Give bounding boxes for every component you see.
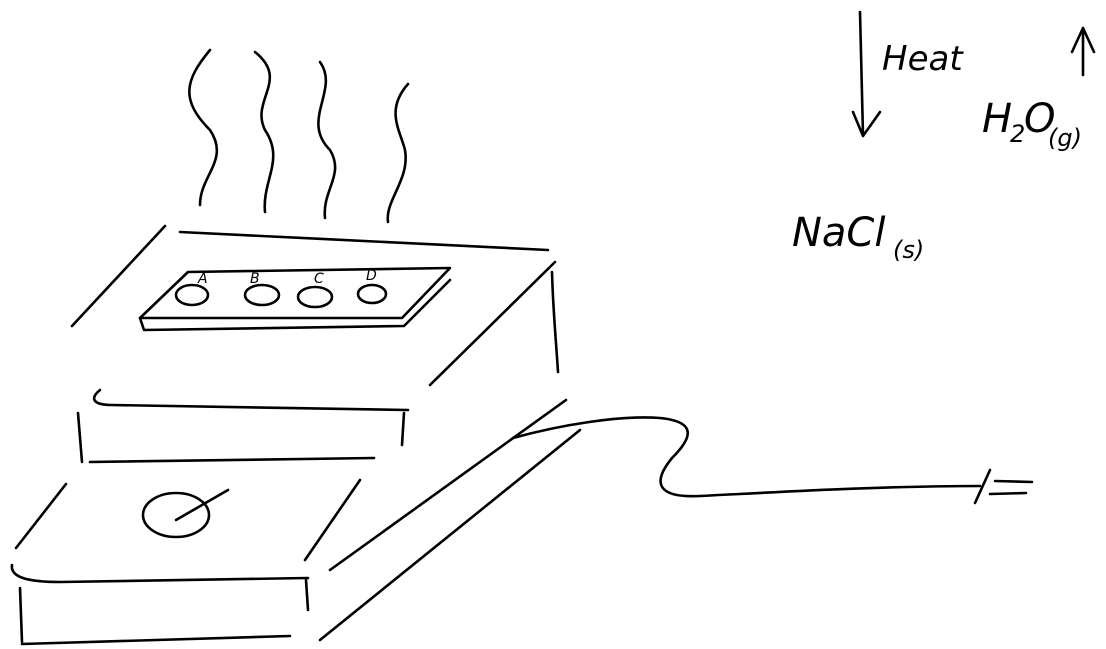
well-label-b: B: [250, 271, 260, 287]
water-formula-h: H: [982, 96, 1012, 142]
base-top-right: [305, 480, 360, 560]
body-front-right: [402, 413, 404, 445]
plug-prong-1: [995, 481, 1032, 482]
body-right-diagonal: [330, 400, 566, 570]
control-knob: [143, 493, 209, 537]
well-d: [358, 285, 386, 303]
side-right-vertical: [552, 272, 558, 372]
body-front-left: [78, 413, 82, 462]
salt-formula: NaCl: [792, 210, 885, 256]
salt-state: (s): [893, 236, 924, 264]
hot-plate-body: [78, 390, 580, 640]
top-left-edge: [72, 226, 165, 326]
heat-wave-4: [388, 84, 408, 222]
well-label-a: A: [197, 271, 208, 287]
base-front-top: [12, 565, 308, 582]
well-plate-top: [140, 268, 450, 318]
heat-down-arrow-shaft: [860, 12, 863, 135]
base-front-right: [306, 580, 308, 610]
plug-prong-2: [990, 493, 1026, 494]
heat-wave-2: [255, 52, 273, 212]
top-back-edge: [180, 232, 548, 250]
water-vapor-label: H 2 O (g): [982, 96, 1082, 152]
well-plate: [140, 268, 450, 330]
water-formula-subscript: 2: [1010, 120, 1025, 148]
heat-label: Heat: [882, 39, 964, 79]
heat-wave-3: [318, 62, 335, 218]
heat-down-arrow-head: [853, 112, 880, 136]
heat-waves: [189, 50, 408, 222]
well-c: [298, 287, 332, 307]
well-b: [245, 285, 279, 305]
body-front-bottom: [90, 458, 374, 462]
cord: [513, 417, 980, 496]
well-label-c: C: [314, 271, 324, 287]
base-front-left: [20, 588, 22, 642]
base-front-bottom: [22, 636, 290, 644]
body-right-diagonal-lower: [320, 430, 580, 640]
control-base: [12, 480, 360, 644]
sodium-chloride-label: NaCl (s): [792, 210, 924, 264]
hot-plate-top: [72, 226, 558, 385]
well-a: [176, 285, 208, 305]
body-front-top: [94, 390, 408, 410]
water-state: (g): [1048, 124, 1082, 152]
heat-wave-1: [189, 50, 217, 205]
power-cord: [513, 417, 1032, 503]
well-label-d: D: [366, 268, 377, 284]
base-top-left: [16, 484, 66, 548]
